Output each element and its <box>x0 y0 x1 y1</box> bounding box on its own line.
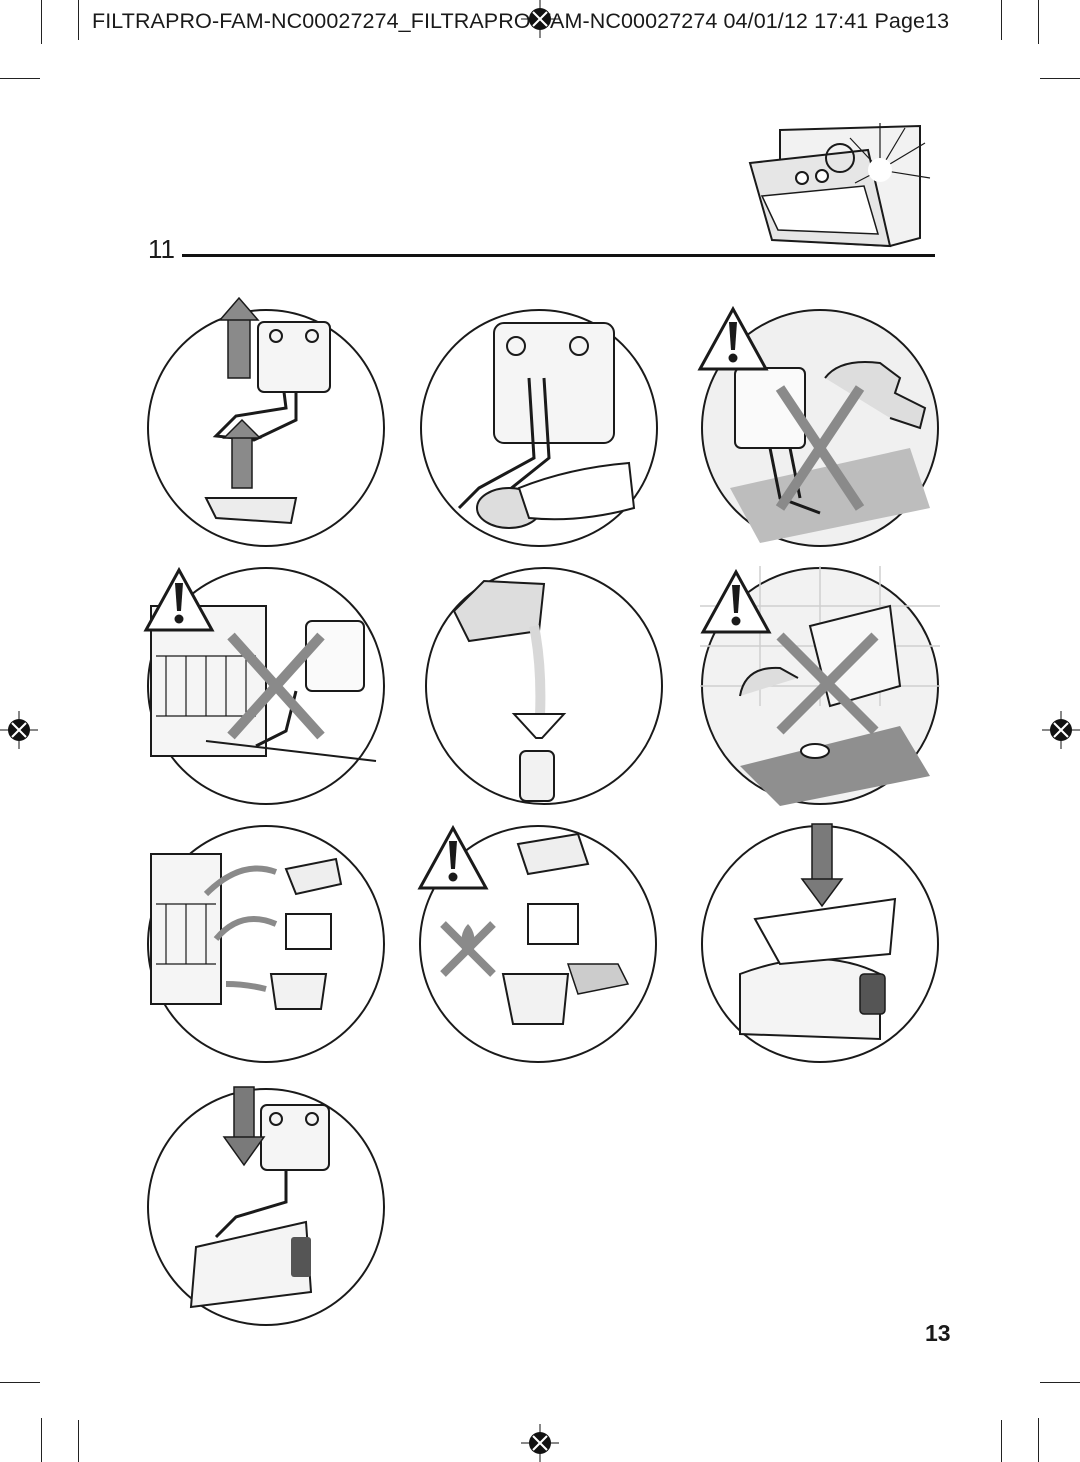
crop-mark <box>1001 1420 1002 1462</box>
print-header: FILTRAPRO-FAM-NC00027274_FILTRAPRO-FAM-N… <box>92 9 950 33</box>
crop-mark <box>78 1420 79 1462</box>
panel-pour-oil-into-bottle <box>424 566 664 806</box>
panel-insert-bowl <box>700 823 940 1064</box>
registration-mark-icon <box>1042 711 1080 749</box>
warning-triangle-icon <box>417 825 489 890</box>
crop-mark <box>1040 78 1080 79</box>
section-number: 11 <box>148 234 175 264</box>
crop-mark <box>41 1418 42 1462</box>
section-divider <box>182 254 935 257</box>
page-number: 13 <box>925 1320 951 1346</box>
oven-cleaning-icon <box>748 123 931 248</box>
warning-triangle-icon <box>697 306 769 371</box>
warning-triangle-icon <box>700 569 772 634</box>
crop-mark <box>78 0 79 40</box>
crop-mark <box>1038 0 1039 44</box>
crop-mark <box>1040 1382 1080 1383</box>
registration-mark-icon <box>521 1424 559 1462</box>
panel-wipe-element <box>419 308 659 548</box>
panel-insert-element <box>146 1086 386 1327</box>
panel-remove-basket-and-element <box>146 296 386 548</box>
panel-dishwasher-safe-parts <box>146 824 386 1064</box>
crop-mark <box>0 78 40 79</box>
crop-mark <box>1001 0 1002 40</box>
registration-mark-icon <box>521 0 559 38</box>
warning-triangle-icon <box>143 567 215 632</box>
registration-mark-icon <box>0 711 38 749</box>
crop-mark <box>41 0 42 44</box>
crop-mark <box>1038 1418 1039 1462</box>
crop-mark <box>0 1382 40 1383</box>
